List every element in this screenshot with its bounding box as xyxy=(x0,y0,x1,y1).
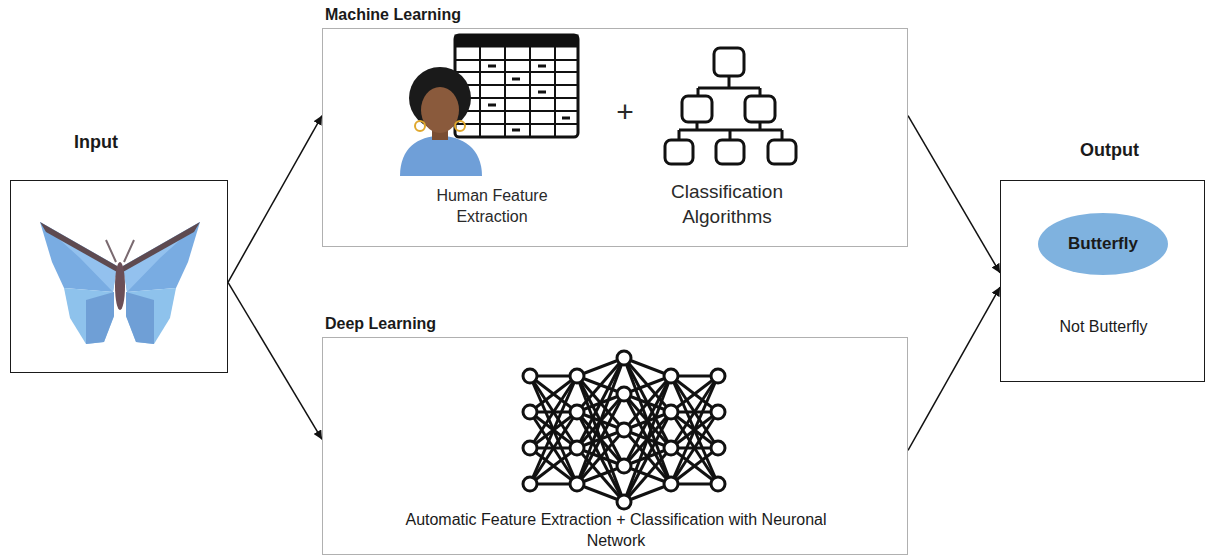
output-option: Not Butterfly xyxy=(1059,317,1147,338)
box-heading-holder: Deep Learning xyxy=(325,314,645,335)
box-heading-holder: Output xyxy=(1007,139,1212,162)
plus-sign: + xyxy=(616,92,634,131)
box-heading: Output xyxy=(1080,139,1139,162)
classification-tree-icon xyxy=(665,48,796,164)
flow-arrow xyxy=(908,287,1000,450)
box-heading: Input xyxy=(74,131,118,154)
plus-sign-holder: + xyxy=(610,92,640,131)
feature-caption-holder: Human Feature Extraction xyxy=(412,186,572,228)
neural-network-icon xyxy=(523,351,725,509)
human-table-icon xyxy=(400,35,578,176)
method-box: Deep LearningAutomatic Feature Extractio… xyxy=(322,337,908,555)
box-heading-holder: Machine Learning xyxy=(325,5,645,26)
flow-arrow xyxy=(228,282,322,439)
box-heading: Deep Learning xyxy=(325,314,436,335)
result-text: Butterfly xyxy=(1068,233,1138,255)
flow-arrow xyxy=(228,116,322,283)
input-box: Input xyxy=(10,180,228,373)
box-heading-holder: Input xyxy=(0,131,205,154)
box-caption-holder: Automatic Feature Extraction + Classific… xyxy=(386,510,846,552)
result-text-holder: Butterfly xyxy=(1068,233,1138,255)
method-box: Machine Learning xyxy=(322,28,908,247)
flow-arrow xyxy=(908,116,1000,273)
output-box: OutputNot ButterflyButterfly xyxy=(1000,180,1205,382)
box-caption: Automatic Feature Extraction + Classific… xyxy=(386,510,846,552)
algorithm-caption: Classification Algorithms xyxy=(647,180,807,229)
feature-caption: Human Feature Extraction xyxy=(412,186,572,228)
box-heading: Machine Learning xyxy=(325,5,461,26)
algorithm-caption-holder: Classification Algorithms xyxy=(647,180,807,229)
butterfly-illustration xyxy=(40,222,200,344)
output-option-holder: Not Butterfly xyxy=(1001,317,1206,338)
result-ellipse: Butterfly xyxy=(1038,213,1168,275)
